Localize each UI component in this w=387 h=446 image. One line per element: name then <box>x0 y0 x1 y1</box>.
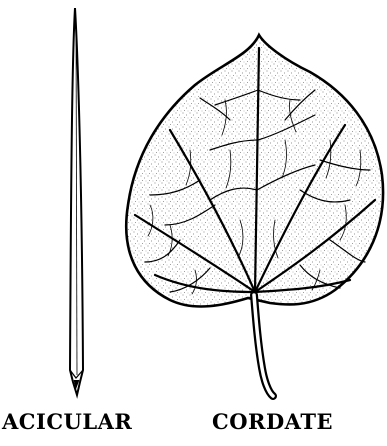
acicular-leaf-drawing <box>70 8 83 395</box>
acicular-caption: ACICULAR <box>2 409 132 435</box>
leaf-illustrations <box>0 0 387 400</box>
cordate-caption: CORDATE <box>212 409 333 435</box>
cordate-leaf-drawing <box>120 30 387 396</box>
